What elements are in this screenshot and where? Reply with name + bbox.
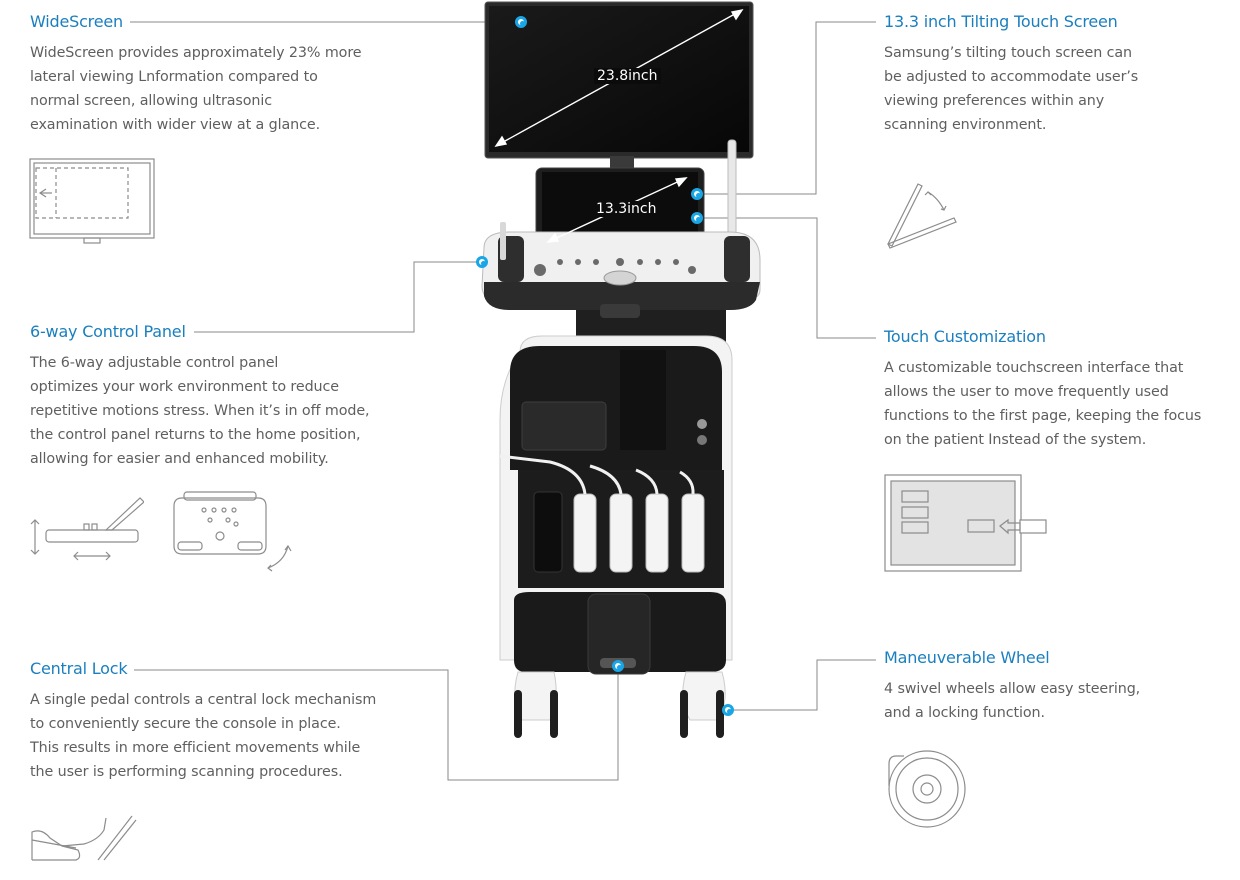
tilt-icon [887,183,957,249]
callout-line-wheel [728,659,876,711]
widescreen-icon [29,158,155,244]
feature-title: Touch Customization [884,327,1046,346]
feature-widescreen: WideScreen WideScreen provides approxima… [30,12,362,137]
callout-dot-touch-screen[interactable] [691,188,703,200]
feature-description: 4 swivel wheels allow easy steering, and… [884,681,1141,721]
control-panel-top-icon [173,491,292,572]
callout-dot-touch-customization[interactable] [691,212,703,224]
callout-dot-central-lock[interactable] [612,660,624,672]
callout-dot-wheel[interactable] [722,704,734,716]
pedal-icon [31,815,137,861]
feature-description: A customizable touchscreen interface tha… [884,360,1202,448]
feature-touch-screen: 13.3 inch Tilting Touch Screen Samsung’s… [884,12,1138,137]
ultrasound-device [481,1,761,738]
feature-title: WideScreen [30,12,123,31]
feature-title: 6-way Control Panel [30,322,186,341]
feature-title: 13.3 inch Tilting Touch Screen [884,12,1118,31]
callout-line-touch-customization [697,217,876,339]
control-panel-icon [30,497,144,561]
feature-touch-customization: Touch Customization A customizable touch… [884,327,1201,452]
callout-dot-widescreen[interactable] [515,16,527,28]
feature-description: Samsung’s tilting touch screen can be ad… [884,45,1139,133]
feature-control-panel: 6-way Control Panel The 6-way adjustable… [30,322,370,471]
feature-wheel: Maneuverable Wheel 4 swivel wheels allow… [884,648,1140,725]
callout-line-touch-screen [697,21,876,195]
touch-customization-icon [884,474,1047,572]
feature-title: Central Lock [30,659,128,678]
callout-dot-control-panel[interactable] [476,256,488,268]
feature-description: A single pedal controls a central lock m… [30,692,377,780]
feature-central-lock: Central Lock A single pedal controls a c… [30,659,376,784]
feature-description: The 6-way adjustable control panel optim… [30,355,370,467]
callout-line-central-lock [134,666,619,781]
callout-line-control-panel [194,261,482,333]
feature-title: Maneuverable Wheel [884,648,1050,667]
touch-size-label: 13.3inch [593,201,660,217]
monitor-size-label: 23.8inch [594,68,661,84]
wheel-icon [888,750,966,828]
feature-description: WideScreen provides approximately 23% mo… [30,45,362,133]
